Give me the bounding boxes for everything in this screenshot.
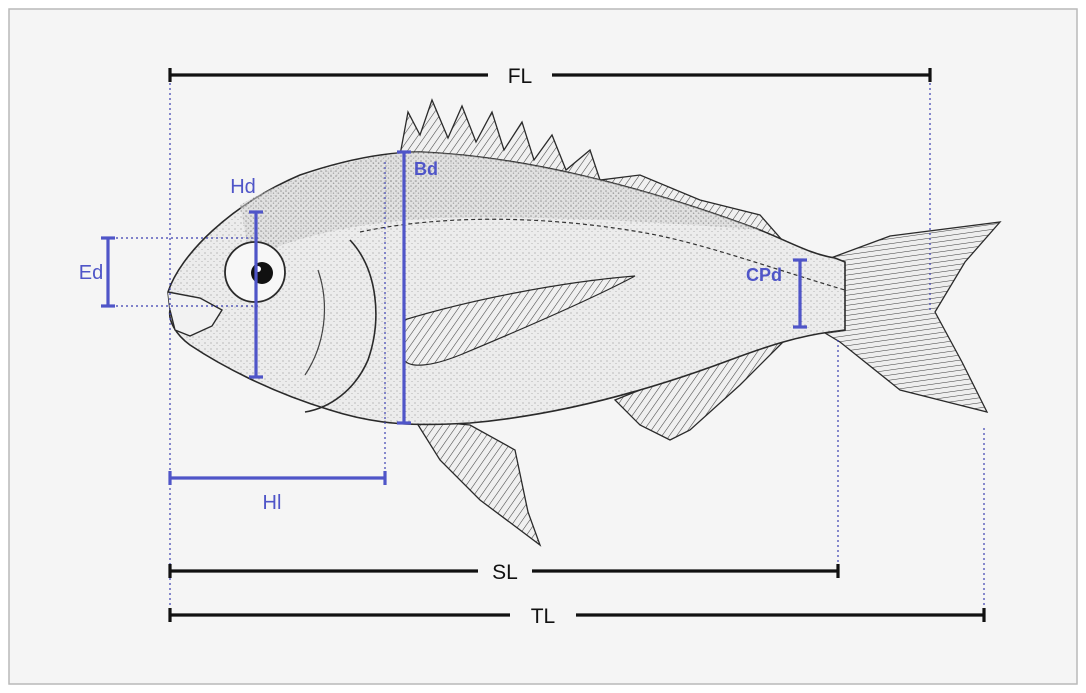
tl-label: TL xyxy=(531,605,556,628)
cpd-label: CPd xyxy=(746,265,782,285)
fl-label: FL xyxy=(508,65,533,88)
hd-label: Hd xyxy=(230,176,256,198)
ed-label: Ed xyxy=(79,262,103,284)
sl-label: SL xyxy=(492,561,518,584)
bd-label: Bd xyxy=(414,159,438,179)
hl-label: Hl xyxy=(263,492,282,514)
fish-pupil xyxy=(251,262,273,284)
